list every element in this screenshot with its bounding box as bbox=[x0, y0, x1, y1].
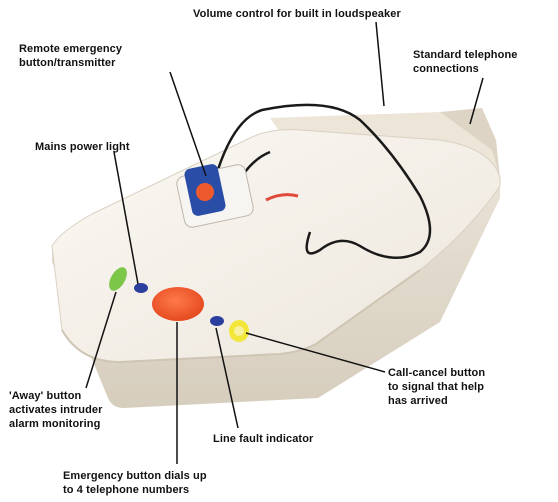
mains-power-label: Mains power light bbox=[35, 140, 130, 154]
mains-light-icon bbox=[134, 283, 148, 293]
line-fault-label: Line fault indicator bbox=[213, 432, 313, 446]
volume-control-label: Volume control for built in loudspeaker bbox=[193, 7, 401, 21]
emergency-button-label: Emergency button dials up to 4 telephone… bbox=[63, 469, 207, 497]
leader-volume bbox=[376, 22, 384, 106]
line-fault-light-icon bbox=[210, 316, 224, 326]
emergency-button-icon bbox=[152, 287, 204, 321]
call-cancel-label: Call-cancel button to signal that help h… bbox=[388, 366, 485, 408]
pendant-button-icon bbox=[196, 183, 214, 201]
remote-button-label: Remote emergency button/transmitter bbox=[19, 42, 122, 70]
telephone-connections-label: Standard telephone connections bbox=[413, 48, 517, 76]
leader-remote bbox=[170, 72, 206, 176]
away-button-label: 'Away' button activates intruder alarm m… bbox=[9, 389, 103, 431]
